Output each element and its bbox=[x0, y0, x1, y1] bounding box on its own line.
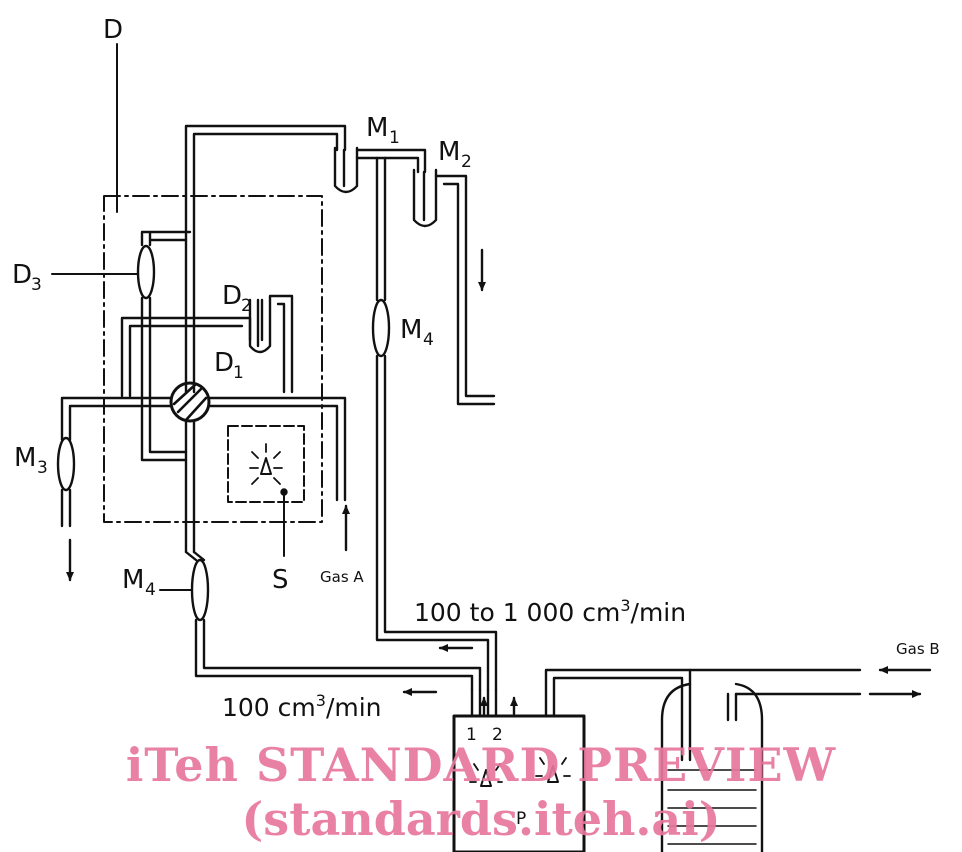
svg-text:4: 4 bbox=[145, 580, 156, 600]
label-m2: M bbox=[438, 137, 460, 167]
top-tube bbox=[184, 124, 347, 394]
valve-left-tube bbox=[60, 396, 173, 442]
valve-right-tube bbox=[207, 396, 347, 502]
svg-text:1: 1 bbox=[389, 128, 400, 148]
label-d1: D bbox=[214, 348, 234, 378]
label-p: P bbox=[516, 809, 526, 829]
label-d2: D bbox=[222, 281, 242, 311]
p-burst-2 bbox=[535, 757, 571, 777]
label-m3: M bbox=[14, 443, 36, 473]
enclosure-d bbox=[103, 195, 323, 523]
source-s-triangle bbox=[260, 457, 272, 475]
gas-b-line bbox=[688, 668, 862, 696]
label-s: S bbox=[272, 565, 289, 595]
svg-text:3: 3 bbox=[31, 275, 42, 295]
label-m4-left: M bbox=[122, 565, 144, 595]
label-port-2: 2 bbox=[492, 725, 503, 745]
svg-text:4: 4 bbox=[423, 330, 434, 350]
source-s-box bbox=[227, 425, 305, 503]
label-m1: M bbox=[366, 113, 388, 143]
svg-text:3: 3 bbox=[37, 458, 48, 478]
label-gas-a: Gas A bbox=[320, 568, 364, 586]
p-triangle-2 bbox=[547, 765, 559, 783]
vessel-p bbox=[452, 714, 586, 852]
d3-loop bbox=[140, 230, 192, 247]
svg-text:1: 1 bbox=[233, 363, 244, 383]
m2-outlet bbox=[434, 174, 496, 406]
label-port-1: 1 bbox=[466, 725, 477, 745]
m4-right-bulb bbox=[371, 298, 391, 358]
m2-bubbler bbox=[412, 168, 438, 228]
label-gas-b: Gas B bbox=[896, 640, 940, 658]
d3-bulb bbox=[136, 244, 156, 300]
d1-valve bbox=[169, 381, 211, 423]
label-m4-right: M bbox=[400, 315, 422, 345]
m1-bubbler bbox=[333, 146, 359, 194]
svg-text:2: 2 bbox=[461, 152, 472, 172]
p-burst-1 bbox=[469, 763, 503, 783]
watermark-line-2: (standards.iteh.ai) bbox=[241, 792, 721, 846]
flow-high-label: 100 to 1 000 cm3/min bbox=[414, 596, 686, 627]
m1-m2-tube bbox=[355, 148, 427, 174]
m4-left-bulb bbox=[190, 558, 210, 622]
label-d: D bbox=[103, 15, 123, 45]
m3-bulb bbox=[56, 436, 76, 492]
label-d3: D bbox=[12, 260, 32, 290]
svg-text:2: 2 bbox=[241, 296, 252, 316]
liquid-lines bbox=[667, 769, 757, 845]
d2-utube bbox=[248, 294, 294, 394]
source-s-burst bbox=[249, 443, 283, 485]
left-column bbox=[184, 419, 196, 554]
bubbler-vessel bbox=[660, 682, 764, 852]
right-column bbox=[375, 156, 387, 302]
p-triangle-1 bbox=[480, 769, 492, 787]
flow-low-label: 100 cm3/min bbox=[222, 691, 382, 722]
p-outlet-tube bbox=[544, 668, 692, 762]
watermark-line-1: iTeh STANDARD PREVIEW bbox=[125, 738, 837, 792]
